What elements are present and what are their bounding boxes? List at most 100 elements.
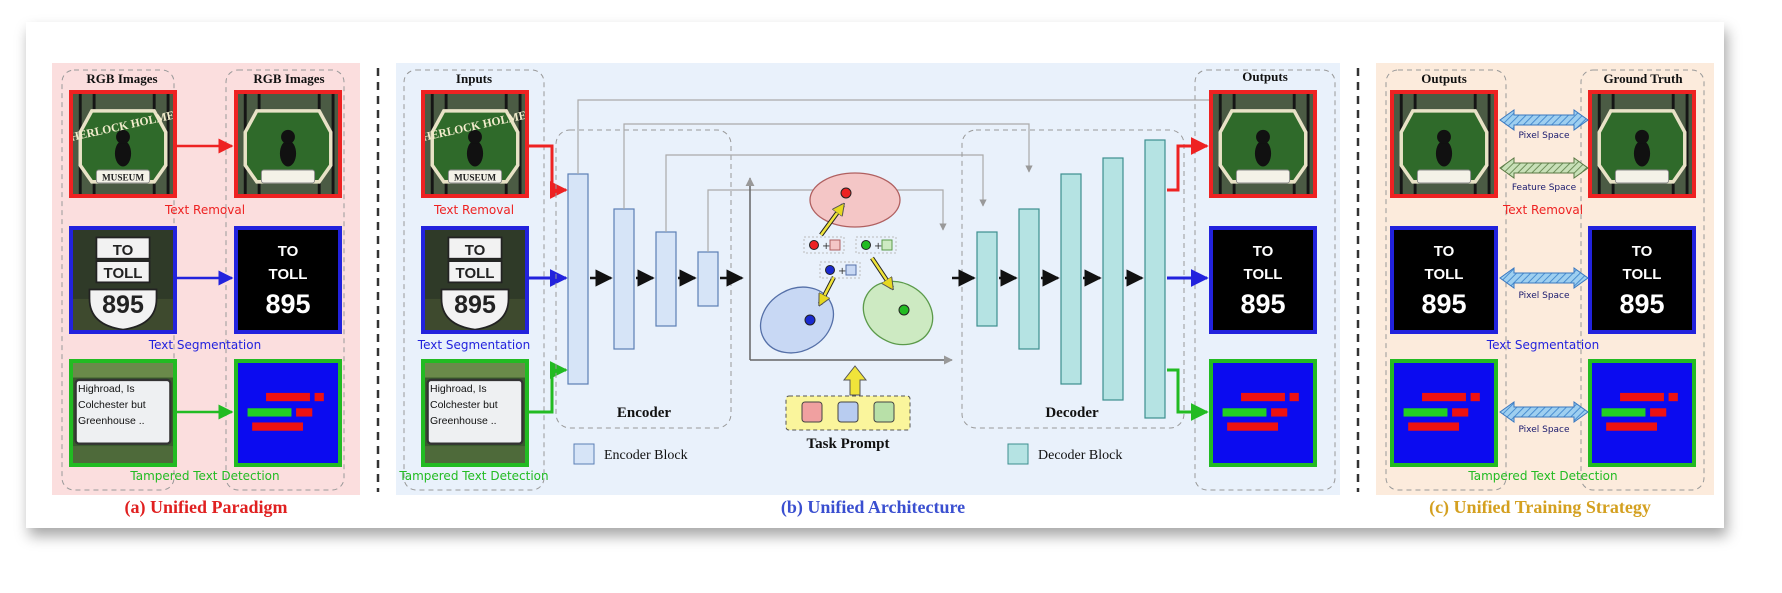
training-output-detection xyxy=(1392,361,1496,465)
input-arrow-removal xyxy=(529,144,568,199)
point-segmentation xyxy=(804,314,816,326)
arch-task-label-detection: Tampered Text Detection xyxy=(398,469,548,483)
sign-toll: TOLL xyxy=(104,265,143,282)
mask-to: TO xyxy=(278,243,299,260)
training-output-segmentation xyxy=(1392,228,1496,332)
svg-text:+: + xyxy=(838,266,846,277)
task-prompt-arrow xyxy=(842,365,868,396)
c-gt-number: 895 xyxy=(1619,289,1664,319)
prompt-segmentation xyxy=(837,401,859,423)
panel-c-left-title: Outputs xyxy=(1421,71,1467,86)
c-out-toll: TOLL xyxy=(1425,266,1464,283)
panel-c-right-title: Ground Truth xyxy=(1603,71,1683,86)
sign-line-1: Highroad, Is xyxy=(78,383,135,395)
encoder-block-2 xyxy=(613,208,635,350)
arch-output-text-removal xyxy=(1211,92,1315,196)
arch-task-label-removal: Text Removal xyxy=(433,203,514,217)
point-removal xyxy=(840,187,852,199)
training-task-label-segmentation: Text Segmentation xyxy=(1486,338,1599,352)
input-image-tampered-text xyxy=(71,361,175,465)
pixel-space-arrow-segmentation xyxy=(1499,267,1589,289)
arch-output-tampered-text xyxy=(1211,361,1315,465)
ground-truth-segmentation xyxy=(1590,228,1694,332)
prompt-detection xyxy=(873,401,895,423)
task-label-text-segmentation: Text Segmentation xyxy=(148,338,261,352)
arch-output-text-segmentation xyxy=(1211,228,1315,332)
decoder-block-5 xyxy=(1144,139,1166,419)
output-mask-tampered-text xyxy=(236,361,340,465)
caption-a: (a) Unified Paradigm xyxy=(125,497,288,518)
arch-sign-line-3: Greenhouse .. xyxy=(430,415,497,427)
arch-sign-toll: TOLL xyxy=(456,265,495,282)
task-label-text-removal: Text Removal xyxy=(164,203,245,217)
encoder-block-1 xyxy=(567,173,589,385)
pixel-space-label-segmentation: Pixel Space xyxy=(1518,291,1570,301)
sign-line-2: Colchester but xyxy=(78,399,146,411)
arch-sign-number: 895 xyxy=(454,291,496,319)
legend-decoder-label: Decoder Block xyxy=(1038,448,1122,463)
caption-b: (b) Unified Architecture xyxy=(781,497,965,518)
pixel-space-arrow-detection xyxy=(1499,401,1589,423)
arch-input-tampered-text xyxy=(423,361,527,465)
prompt-removal xyxy=(801,401,823,423)
legend-decoder-swatch xyxy=(1007,443,1029,465)
task-prompt-label: Task Prompt xyxy=(807,436,890,452)
c-out-number: 895 xyxy=(1421,289,1466,319)
training-task-label-detection: Tampered Text Detection xyxy=(1467,469,1617,483)
output-arrow-detection xyxy=(1167,368,1209,421)
skip-connection-3 xyxy=(665,154,987,232)
panel-a: RGB Images RGB Images Text Removal TO TO… xyxy=(52,63,360,518)
input-arrow-detection xyxy=(529,361,568,414)
caption-c: (c) Unified Training Strategy xyxy=(1429,497,1651,518)
training-task-label-removal: Text Removal xyxy=(1502,203,1583,217)
arch-sign-line-1: Highroad, Is xyxy=(430,383,487,395)
encoder-group xyxy=(555,129,732,429)
sign-to: TO xyxy=(113,242,134,259)
feature-space-arrow xyxy=(1499,157,1589,179)
pixel-space-label-removal: Pixel Space xyxy=(1518,131,1570,141)
decoder-block-3 xyxy=(1060,173,1082,385)
task-label-tampered-text: Tampered Text Detection xyxy=(129,469,279,483)
latent-space: + + + xyxy=(745,172,953,365)
point-detection xyxy=(898,304,910,316)
arch-sign-to: TO xyxy=(465,242,486,259)
c-gt-toll: TOLL xyxy=(1623,266,1662,283)
arch-task-label-segmentation: Text Segmentation xyxy=(417,338,530,352)
legend-encoder-label: Encoder Block xyxy=(604,448,688,463)
encoder-block-4 xyxy=(697,251,719,307)
encoder-block-3 xyxy=(655,231,677,327)
arch-sign-line-2: Colchester but xyxy=(430,399,498,411)
sign-number: 895 xyxy=(102,291,144,319)
arch-input-text-removal xyxy=(415,92,534,196)
input-image-text-removal xyxy=(63,92,182,196)
output-image-text-removal xyxy=(236,92,340,196)
inputs-group xyxy=(403,69,545,491)
decoder-label: Decoder xyxy=(1045,405,1099,421)
legend-encoder-swatch xyxy=(573,443,595,465)
decoder-block-2 xyxy=(1018,208,1040,350)
inputs-title: Inputs xyxy=(456,71,492,86)
feature-space-label: Feature Space xyxy=(1512,183,1577,193)
sign-line-3: Greenhouse .. xyxy=(78,415,145,427)
c-gt-to: TO xyxy=(1632,243,1653,260)
skip-connection-2 xyxy=(623,123,1033,209)
arch-mask-number: 895 xyxy=(1240,289,1285,319)
outputs-title: Outputs xyxy=(1242,69,1288,84)
cluster-detection xyxy=(862,280,934,346)
pixel-space-arrow-removal xyxy=(1499,109,1589,131)
decoder-block-1 xyxy=(976,231,998,327)
cluster-removal xyxy=(809,172,901,228)
arch-mask-to: TO xyxy=(1253,243,1274,260)
panel-c-left-group xyxy=(1385,69,1507,491)
decoder-block-4 xyxy=(1102,157,1124,401)
ground-truth-detection xyxy=(1590,361,1694,465)
c-out-to: TO xyxy=(1434,243,1455,260)
output-arrow-removal xyxy=(1167,137,1209,192)
encoder-label: Encoder xyxy=(617,405,672,421)
panel-a-left-title: RGB Images xyxy=(86,71,157,86)
panel-c: Outputs Ground Truth Pixel Space Feature… xyxy=(1376,63,1714,518)
mask-number: 895 xyxy=(265,289,310,319)
output-image-text-segmentation xyxy=(236,228,340,332)
mask-toll: TOLL xyxy=(269,266,308,283)
arch-mask-toll: TOLL xyxy=(1244,266,1283,283)
